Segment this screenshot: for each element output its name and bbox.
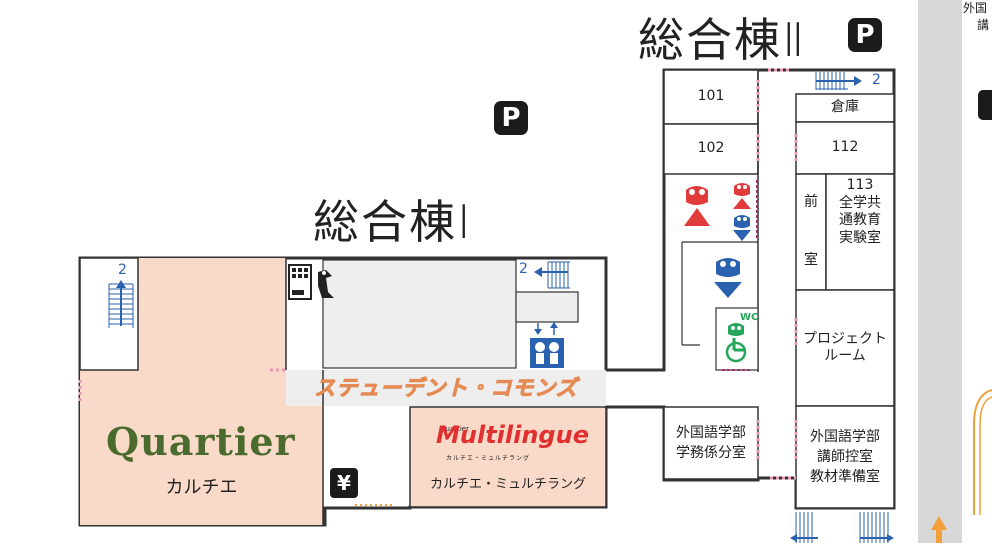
edge-curve [972,385,992,519]
atm-yen-icon: ¥ [330,468,358,498]
room-102[interactable]: 102 [697,140,725,157]
stairs-icon [107,276,135,328]
restroom-icon [730,180,754,214]
student-commons-label: ステューデント・コモンズ [314,376,578,401]
room-anteroom[interactable]: 前 室 [796,174,826,290]
quartier-name: カルチエ [165,477,238,498]
elevator-icon [528,321,566,369]
restroom-icon [730,212,754,246]
stairs-floor-label: 2 [118,262,127,278]
edge-badge [978,90,992,120]
stairs-icon [534,260,570,290]
quartier-logo: Quartier [106,419,296,464]
lecturer-label-1: 外国語学部 [810,428,880,445]
office-label-2: 学務係分室 [676,445,746,461]
project-label-1: プロジェクト [803,330,887,347]
stairs-icon [790,510,820,547]
vending-machine-icon [288,264,312,304]
room-113-name-3: 実験室 [839,229,881,246]
road [918,0,962,543]
room-112[interactable]: 112 [831,139,859,156]
parking-icon: P [848,18,882,52]
parking-label: P [855,20,875,50]
room-113-name-1: 全学共 [839,194,881,211]
restroom-icon [710,254,746,304]
project-label-2: ルーム [824,348,866,364]
multilingue-name: カルチエ・ミュルチラング [429,477,586,492]
anteroom-label-1: 前 [804,194,818,211]
room-project[interactable]: プロジェクト ルーム [796,290,894,406]
office-label-1: 外国語学部 [676,424,746,441]
multilingue-logo: Multilingue [436,421,589,449]
room-warehouse[interactable]: 倉庫 [831,99,859,116]
wc-label: WC [740,312,759,323]
quartier-upper-fill [138,258,286,370]
multilingue-room[interactable]: Quartier Multilingue カルチエ・ミュルチラング カルチエ・ミ… [410,407,606,507]
multilingue-logo-sub: カルチエ・ミュルチラング [446,455,531,462]
stairs-icon [814,72,864,90]
room-113-name-2: 通教育 [839,212,881,228]
stairs-floor-label: 2 [872,72,881,88]
accessible-restroom-icon: WC [720,312,759,366]
room-office[interactable]: 外国語学部 学務係分室 [664,407,758,479]
lecturer-label-3: 教材準備室 [810,469,880,486]
lecturer-label-2: 講師控室 [817,448,873,465]
edge-text: 外国 講 [963,0,992,34]
multilingue-logo-small: Quartier [440,425,469,433]
room-101[interactable]: 101 [697,88,725,105]
anteroom-label-2: 室 [804,252,818,269]
parking-label: P [501,103,521,133]
mascot-icon [312,266,338,304]
quartier-room-fill [80,370,323,525]
stairs-icon [858,510,894,547]
building1-title: 総合棟Ⅰ [313,195,473,249]
room-113-number: 113 [846,177,874,193]
room-113[interactable]: 113 全学共 通教育 実験室 [826,174,894,264]
room-lecturer[interactable]: 外国語学部 講師控室 教材準備室 [796,406,894,508]
building2-title: 総合棟Ⅱ [638,13,807,67]
edge-text-line2: 講 [977,18,990,32]
quartier-room[interactable]: Quartier カルチエ [80,405,323,523]
parking-icon: P [494,101,528,135]
yen-label: ¥ [337,471,351,495]
stairs-floor-label: 2 [519,261,528,277]
edge-text-line1: 外国 [963,1,988,15]
arrow-up-icon [930,516,948,547]
restroom-icon [680,182,714,232]
